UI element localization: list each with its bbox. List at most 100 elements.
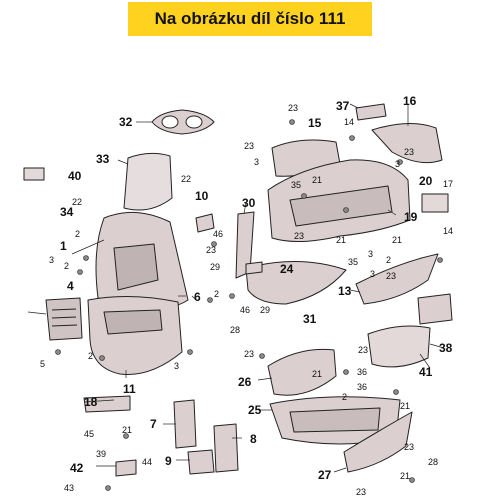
callout-46: 46	[240, 305, 251, 315]
part-rear-light-cover	[417, 293, 453, 325]
callout-42: 42	[70, 461, 84, 475]
callout-23: 23	[386, 271, 397, 281]
callout-3: 3	[174, 361, 180, 371]
callout-40: 40	[68, 169, 82, 183]
callout-41: 41	[419, 365, 433, 379]
callout-13: 13	[338, 284, 352, 298]
callout-20: 20	[419, 174, 433, 188]
part-grille	[45, 297, 83, 341]
part-floor-tray	[367, 325, 431, 368]
callout-28: 28	[428, 457, 439, 467]
part-box	[187, 449, 215, 475]
part-right-side-cover	[355, 253, 439, 305]
part-left-duct	[173, 399, 197, 449]
callout-29: 29	[260, 305, 271, 315]
callout-6: 6	[194, 290, 201, 304]
part-lower-side-body	[245, 260, 347, 305]
part-right-duct	[213, 423, 239, 473]
callout-26: 26	[238, 375, 252, 389]
callout-38: 38	[439, 341, 453, 355]
callout-23: 23	[244, 349, 255, 359]
callout-21: 21	[392, 235, 403, 245]
part-windshield	[123, 152, 173, 211]
callout-2: 2	[64, 261, 70, 271]
callout-3: 3	[368, 249, 374, 259]
callout-24: 24	[280, 262, 294, 276]
callout-23: 23	[404, 442, 415, 452]
callout-18: 18	[84, 395, 98, 409]
callout-19: 19	[404, 210, 418, 224]
callout-3: 3	[395, 159, 401, 169]
callout-23: 23	[294, 231, 305, 241]
callout-23: 23	[244, 141, 255, 151]
callout-10: 10	[195, 189, 209, 203]
callout-21: 21	[336, 235, 347, 245]
callout-2: 2	[88, 351, 94, 361]
callout-11: 11	[123, 382, 136, 396]
callout-4: 4	[67, 279, 74, 293]
callout-21: 21	[312, 175, 323, 185]
callout-7: 7	[150, 417, 157, 431]
callout-27: 27	[318, 468, 332, 482]
part-rear-cover	[371, 122, 443, 164]
callout-23: 23	[404, 147, 415, 157]
part-tag	[245, 261, 263, 275]
callout-23: 23	[206, 245, 217, 255]
callout-37: 37	[336, 99, 350, 113]
part-rear-plate	[421, 193, 449, 213]
callout-21: 21	[400, 401, 411, 411]
callout-23: 23	[356, 487, 367, 497]
part-center-cover	[267, 348, 337, 396]
callout-3: 3	[49, 255, 55, 265]
callout-14: 14	[344, 117, 355, 127]
callout-36: 36	[357, 367, 368, 377]
part-front-lower-cover	[87, 295, 183, 376]
callout-21: 21	[400, 471, 411, 481]
callout-32: 32	[119, 115, 133, 129]
callout-25: 25	[248, 403, 262, 417]
callout-16: 16	[403, 94, 417, 108]
callout-2: 2	[386, 255, 392, 265]
callout-36: 36	[357, 382, 368, 392]
callout-28: 28	[230, 325, 241, 335]
part-speedometer-cover	[151, 109, 215, 135]
callout-44: 44	[142, 457, 153, 467]
callout-3: 3	[254, 157, 260, 167]
callout-9: 9	[165, 454, 172, 468]
callout-29: 29	[210, 262, 221, 272]
callout-45: 45	[84, 429, 95, 439]
callout-1: 1	[60, 239, 67, 253]
callout-22: 22	[181, 174, 192, 184]
part-strip	[83, 395, 131, 413]
callout-2: 2	[342, 392, 348, 402]
part-small-bracket	[23, 167, 45, 181]
callout-35: 35	[348, 257, 359, 267]
callout-21: 21	[312, 369, 323, 379]
part-clip	[115, 459, 137, 477]
callout-43: 43	[64, 483, 75, 493]
callout-3: 3	[370, 269, 376, 279]
callout-33: 33	[96, 152, 110, 166]
callout-2: 2	[75, 229, 81, 239]
callout-46: 46	[213, 229, 224, 239]
callout-39: 39	[96, 449, 107, 459]
callout-34: 34	[60, 205, 74, 219]
callout-22: 22	[72, 197, 83, 207]
callout-5: 5	[40, 359, 46, 369]
callout-23: 23	[358, 345, 369, 355]
callout-30: 30	[242, 196, 256, 210]
banner-text: Na obrázku díl číslo 111	[154, 9, 346, 28]
part-number-banner: Na obrázku díl číslo 111	[128, 2, 372, 36]
callout-14: 14	[443, 226, 454, 236]
part-bracket	[195, 213, 215, 233]
part-under-cover	[343, 411, 413, 473]
callout-35: 35	[291, 180, 302, 190]
callout-31: 31	[303, 312, 317, 326]
callout-2: 2	[214, 289, 220, 299]
callout-23: 23	[288, 103, 299, 113]
part-plate	[355, 103, 387, 121]
callout-21: 21	[122, 425, 133, 435]
callout-17: 17	[443, 179, 454, 189]
